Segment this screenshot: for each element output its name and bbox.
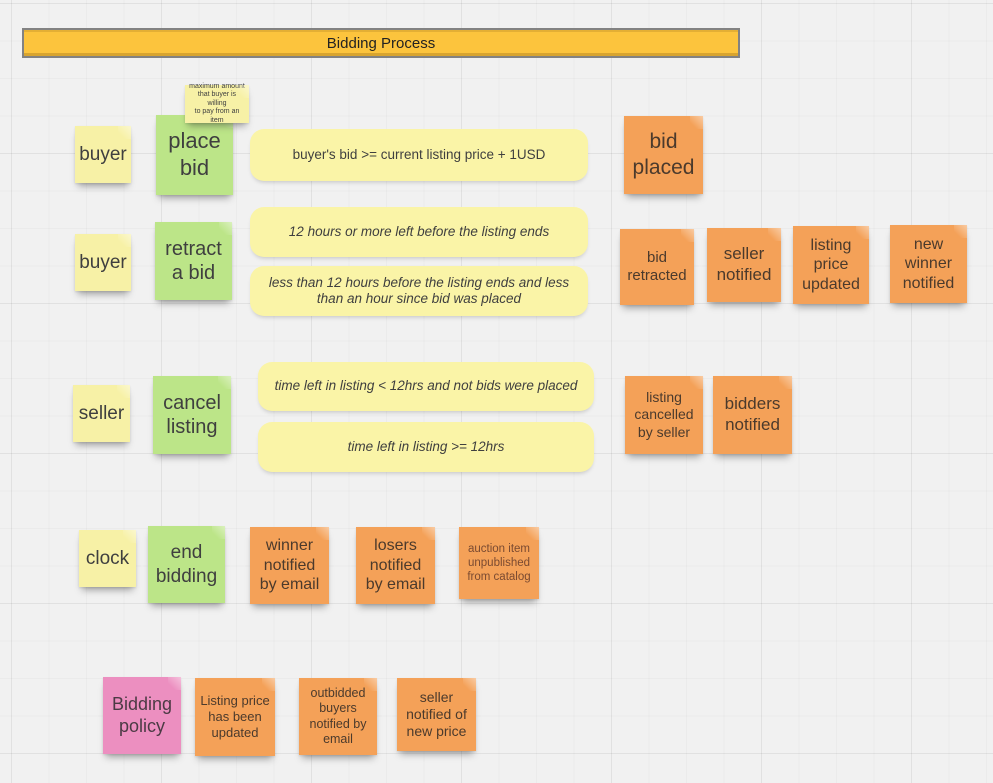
sticky-note-bid-retracted[interactable]: bid retracted: [620, 229, 694, 305]
sticky-note-text: seller: [78, 402, 125, 424]
sticky-note-text: buyer: [79, 143, 127, 165]
sticky-note-text: bid placed: [632, 130, 695, 179]
sticky-note-text: Listing price has been updated: [200, 693, 270, 740]
sticky-note-text: bid retracted: [627, 248, 687, 284]
sticky-note-bid-placed[interactable]: bid placed: [624, 116, 703, 194]
sticky-note-buyer-1[interactable]: buyer: [75, 126, 131, 183]
sticky-note-text: auction item unpublished from catalog: [467, 542, 531, 583]
sticky-note-text: place bid: [168, 128, 221, 180]
sticky-note-text: cancel listing: [163, 391, 221, 438]
sticky-note-text: listing cancelled by seller: [634, 389, 694, 440]
sticky-note-place-bid[interactable]: place bid: [156, 115, 233, 195]
sticky-note-text: 12 hours or more left before the listing…: [288, 223, 550, 239]
sticky-note-text: end bidding: [155, 542, 218, 587]
sticky-note-losers-notified-by-email[interactable]: losers notified by email: [356, 527, 435, 604]
sticky-note-clock[interactable]: clock: [79, 530, 136, 587]
sticky-note-winner-notified-by-email[interactable]: winner notified by email: [250, 527, 329, 604]
sticky-note-text: listing price updated: [802, 236, 860, 293]
sticky-note-text: winner notified by email: [259, 537, 320, 594]
sticky-note-listing-cancelled[interactable]: listing cancelled by seller: [625, 376, 703, 454]
condition-less-than-12-hours[interactable]: less than 12 hours before the listing en…: [250, 266, 588, 316]
sticky-note-cancel-listing[interactable]: cancel listing: [153, 376, 231, 454]
sticky-note-listing-price-has-been-updated[interactable]: Listing price has been updated: [195, 678, 275, 756]
sticky-note-text: seller notified: [716, 244, 772, 284]
sticky-note-seller-notified-new-price[interactable]: seller notified of new price: [397, 678, 476, 751]
bidding-process-title-banner[interactable]: Bidding Process: [22, 28, 740, 58]
sticky-note-new-winner-notified[interactable]: new winner notified: [890, 225, 967, 303]
sticky-note-text: buyer's bid >= current listing price + 1…: [292, 146, 546, 162]
sticky-note-outbidded-buyers-notified[interactable]: outbidded buyers notified by email: [299, 678, 377, 755]
sticky-note-text: maximum amount that buyer is willing to …: [189, 82, 245, 124]
sticky-note-text: buyer: [79, 251, 127, 273]
sticky-note-auction-item-unpublished[interactable]: auction item unpublished from catalog: [459, 527, 539, 599]
condition-no-bids-placed[interactable]: time left in listing < 12hrs and not bid…: [258, 362, 594, 411]
condition-12-hours-or-more[interactable]: 12 hours or more left before the listing…: [250, 207, 588, 257]
sticky-note-text: clock: [85, 547, 130, 569]
sticky-note-text: bidders notified: [724, 394, 781, 434]
condition-bid-amount[interactable]: buyer's bid >= current listing price + 1…: [250, 129, 588, 181]
page-title: Bidding Process: [326, 34, 436, 52]
sticky-note-listing-price-updated[interactable]: listing price updated: [793, 226, 869, 304]
sticky-note-text: time left in listing >= 12hrs: [347, 438, 505, 454]
sticky-note-text: time left in listing < 12hrs and not bid…: [274, 378, 578, 394]
sticky-note-text: less than 12 hours before the listing en…: [268, 274, 570, 306]
sticky-note-bidders-notified[interactable]: bidders notified: [713, 376, 792, 454]
sticky-note-max-amount-annotation[interactable]: maximum amount that buyer is willing to …: [185, 82, 249, 124]
sticky-note-text: Bidding policy: [111, 693, 173, 736]
sticky-note-bidding-policy[interactable]: Bidding policy: [103, 677, 181, 754]
sticky-note-buyer-2[interactable]: buyer: [75, 234, 131, 291]
sticky-note-retract-a-bid[interactable]: retract a bid: [155, 222, 232, 300]
condition-12hrs-left[interactable]: time left in listing >= 12hrs: [258, 422, 594, 472]
sticky-note-text: seller notified of new price: [406, 688, 467, 740]
sticky-note-text: new winner notified: [902, 235, 955, 292]
sticky-note-seller-1[interactable]: seller: [73, 385, 130, 442]
sticky-note-text: outbidded buyers notified by email: [309, 686, 367, 746]
sticky-note-end-bidding[interactable]: end bidding: [148, 526, 225, 603]
sticky-note-text: losers notified by email: [365, 537, 426, 594]
sticky-note-seller-notified[interactable]: seller notified: [707, 228, 781, 302]
sticky-note-text: retract a bid: [165, 237, 222, 284]
